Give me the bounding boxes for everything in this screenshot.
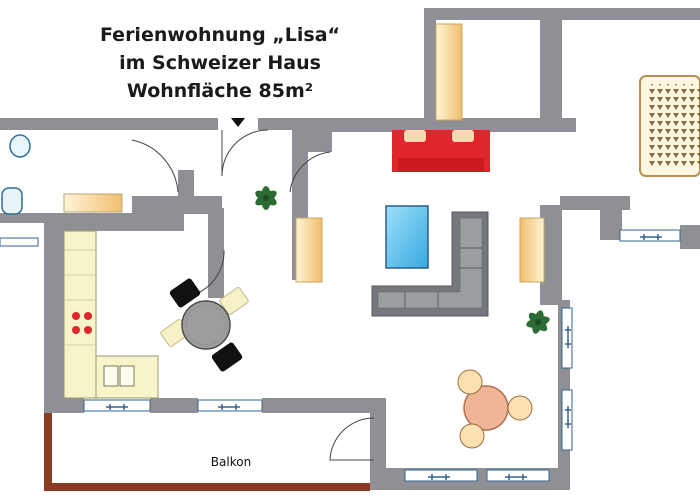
window-side-1	[561, 307, 573, 369]
wall-kitchen-bottom-2	[150, 398, 198, 413]
door-balcony	[329, 417, 375, 461]
plant-icon	[526, 310, 550, 334]
kitchen-sink-icon	[103, 365, 135, 387]
dining-chair	[169, 278, 201, 308]
chair-seat	[459, 423, 485, 449]
wall-hall-divider	[132, 196, 222, 214]
door-swings	[131, 129, 375, 461]
chair-seat	[507, 395, 533, 421]
wall-cabinet	[295, 217, 323, 283]
wall-cabinet	[519, 217, 545, 283]
wall-living-left-upper	[292, 130, 332, 152]
title-name: Ferienwohnung „Lisa“	[99, 24, 341, 46]
wall-kitchen-bottom-1	[44, 398, 84, 413]
wall-kitchen-bottom-3	[262, 398, 386, 413]
window-kitchen-2	[197, 399, 263, 412]
window-marks	[106, 234, 662, 480]
toilet-icon	[1, 187, 23, 215]
wall-living-top	[330, 118, 576, 132]
window-side-2	[561, 389, 573, 451]
balcony	[44, 413, 370, 491]
grey-corner-sofa	[371, 211, 489, 317]
window-living-1	[404, 469, 478, 482]
sink-icon	[9, 134, 31, 158]
wall-cabinet	[435, 23, 463, 121]
sofa-lamp	[452, 130, 474, 142]
dining-chair-cushion	[219, 287, 249, 315]
window-kitchen-1	[83, 399, 151, 412]
title-location: im Schweizer Haus	[119, 52, 321, 74]
wall-upper-wing-left	[424, 8, 436, 132]
wall-hall-post-2	[208, 208, 224, 298]
entry-arrow-icon	[231, 118, 245, 127]
wall-living-right-pillar	[540, 205, 562, 305]
chair-seat	[457, 369, 483, 395]
door-living	[289, 151, 331, 193]
balcony-floor	[44, 413, 370, 491]
door-hall	[131, 139, 179, 193]
stove-icon	[72, 312, 92, 334]
wall-hall-lower	[0, 213, 50, 223]
dining-chair	[211, 342, 243, 372]
windows	[0, 229, 681, 482]
balcony-label: Balkon	[210, 455, 252, 469]
balcony-rail-bottom	[44, 483, 370, 491]
door-entry	[221, 129, 269, 177]
wall-living-right-upper	[540, 20, 562, 132]
wall-corridor-top-left	[0, 118, 218, 130]
wall-living-door-jamb	[370, 413, 386, 473]
wall-hall-post	[178, 170, 194, 214]
plant-icon	[255, 186, 277, 210]
wall-kitchen-top	[44, 213, 184, 231]
title-area: Wohnfläche 85m²	[126, 80, 314, 102]
radiator-icon	[63, 193, 123, 213]
wall-kitchen-left	[44, 213, 64, 413]
window-living-2	[486, 469, 550, 482]
window-right-1	[619, 229, 681, 242]
dining-table	[181, 300, 231, 350]
coffee-table	[385, 205, 429, 269]
kitchen	[63, 230, 249, 399]
wall-right-wing-pillar	[600, 196, 622, 240]
bathroom-fixtures	[1, 134, 123, 215]
balcony-rail-left	[44, 413, 52, 491]
wall-right-edge	[680, 225, 700, 249]
wall-upper-wing-top	[424, 8, 700, 20]
door-kitchen	[199, 249, 225, 293]
window-bath	[0, 237, 39, 247]
sofa-lamp	[404, 130, 426, 142]
living-room	[295, 23, 700, 449]
